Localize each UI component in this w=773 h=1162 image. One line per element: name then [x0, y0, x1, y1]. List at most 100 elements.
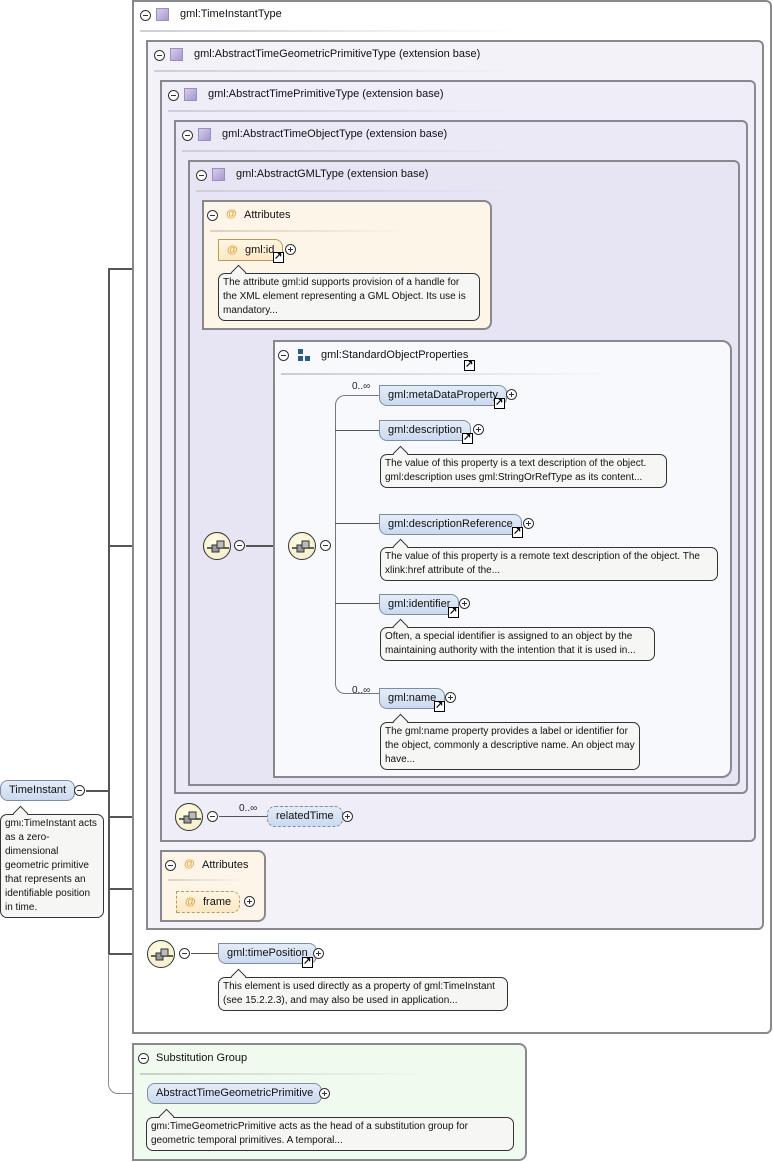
element-gml-descriptionreference[interactable]: gml:descriptionReference — [379, 514, 522, 535]
connector-trunk — [108, 268, 110, 954]
collapse-toggle[interactable] — [140, 10, 151, 21]
group-title: gml:StandardObjectProperties — [321, 349, 469, 361]
connector-substitution — [108, 954, 148, 1094]
expand-toggle[interactable] — [445, 692, 456, 703]
sequence-compositor-icon[interactable] — [147, 940, 175, 968]
complex-type-icon — [170, 48, 183, 61]
multiplicity: 0..∞ — [352, 381, 371, 392]
element-name: TimeInstant — [9, 784, 67, 796]
link-icon[interactable] — [448, 605, 459, 619]
complex-type-icon — [212, 168, 225, 181]
divider — [154, 70, 523, 72]
attributes-box-outer: @ Attributes @ frame — [160, 850, 266, 922]
divider — [210, 230, 410, 232]
element-gml-identifier[interactable]: gml:identifier — [379, 594, 460, 615]
type-title: gml:AbstractTimePrimitiveType (extension… — [208, 88, 444, 100]
element-abstracttimegeometricprimitive[interactable]: AbstractTimeGeometricPrimitive — [147, 1083, 323, 1104]
expand-toggle[interactable] — [459, 598, 470, 609]
attributes-title: Attributes — [202, 859, 249, 871]
divider — [168, 110, 524, 112]
connector-to-seq-time — [108, 953, 148, 955]
link-icon[interactable] — [273, 250, 284, 264]
connector — [246, 545, 288, 547]
link-icon[interactable] — [302, 955, 313, 969]
collapse-toggle[interactable] — [182, 130, 193, 141]
divider — [196, 190, 525, 192]
expand-toggle[interactable] — [523, 518, 534, 529]
link-icon[interactable] — [512, 525, 523, 539]
attribute-icon: @ — [226, 208, 237, 220]
element-name: gml:descriptionReference — [388, 518, 513, 530]
root-note: gml:TimeInstant acts as a zero-dimension… — [0, 814, 104, 918]
element-name: gml:timePosition — [227, 947, 308, 959]
expand-toggle[interactable] — [313, 948, 324, 959]
complex-type-icon — [156, 8, 169, 21]
collapse-toggle[interactable] — [179, 948, 190, 959]
expand-toggle[interactable] — [285, 244, 296, 255]
link-icon[interactable] — [464, 358, 475, 372]
expand-toggle[interactable] — [244, 896, 255, 907]
link-icon[interactable] — [462, 431, 473, 445]
attribute-frame[interactable]: @ frame — [176, 891, 241, 913]
collapse-toggle[interactable] — [234, 540, 245, 551]
collapse-toggle[interactable] — [278, 350, 289, 361]
element-name: gml:metaDataProperty — [388, 389, 499, 401]
divider — [182, 150, 524, 152]
link-icon[interactable] — [494, 396, 505, 410]
attribute-icon: @ — [185, 896, 196, 908]
complex-type-icon — [198, 128, 211, 141]
connector-root — [86, 790, 108, 792]
multiplicity: 0..∞ — [352, 685, 371, 696]
attribute-name: gml:id — [245, 244, 275, 256]
connector-group-vertical — [335, 395, 379, 694]
collapse-toggle[interactable] — [165, 860, 176, 871]
sequence-compositor-icon[interactable] — [203, 532, 231, 560]
element-note: Often, a special identifier is assigned … — [380, 627, 655, 661]
attributes-title: Attributes — [244, 209, 291, 221]
element-gml-name[interactable]: gml:name — [379, 688, 446, 709]
sequence-compositor-icon[interactable] — [175, 803, 203, 831]
element-note: The value of this property is a text des… — [380, 454, 667, 488]
expand-toggle[interactable] — [473, 424, 484, 435]
connector — [335, 603, 379, 604]
collapse-toggle[interactable] — [74, 785, 85, 796]
sequence-compositor-icon[interactable] — [288, 532, 316, 560]
element-name: gml:name — [388, 692, 437, 704]
attribute-icon: @ — [184, 858, 195, 870]
substitution-note: gml:TimeGeometricPrimitive acts as the h… — [146, 1117, 514, 1151]
element-name: AbstractTimeGeometricPrimitive — [156, 1087, 314, 1099]
element-gml-timeposition[interactable]: gml:timePosition — [218, 943, 317, 964]
element-timeinstant[interactable]: TimeInstant — [0, 780, 76, 801]
type-title: gml:TimeInstantType — [180, 8, 282, 20]
divider — [140, 1073, 430, 1075]
attribute-name: frame — [203, 896, 232, 908]
collapse-toggle[interactable] — [207, 811, 218, 822]
element-note: This element is used directly as a prope… — [218, 977, 508, 1011]
attribute-icon: @ — [227, 244, 238, 256]
collapse-toggle[interactable] — [320, 540, 331, 551]
expand-toggle[interactable] — [319, 1088, 330, 1099]
collapse-toggle[interactable] — [168, 90, 179, 101]
connector — [219, 816, 267, 817]
element-relatedtime[interactable]: relatedTime — [267, 806, 343, 827]
expand-toggle[interactable] — [342, 811, 353, 822]
type-title: gml:AbstractTimeObjectType (extension ba… — [222, 128, 448, 140]
attribute-gml-id[interactable]: @ gml:id — [218, 239, 284, 261]
divider — [281, 373, 611, 375]
expand-toggle[interactable] — [506, 389, 517, 400]
multiplicity: 0..∞ — [239, 803, 258, 814]
type-title: gml:AbstractGMLType (extension base) — [236, 168, 429, 180]
attributes-box-inner: @ Attributes @ gml:id The attribute gml:… — [202, 200, 492, 330]
collapse-toggle[interactable] — [196, 170, 207, 181]
collapse-toggle[interactable] — [154, 50, 165, 61]
link-icon[interactable] — [434, 699, 445, 713]
divider — [140, 30, 522, 32]
complex-type-icon — [184, 88, 197, 101]
collapse-toggle[interactable] — [207, 210, 218, 221]
element-name: gml:identifier — [388, 598, 451, 610]
element-gml-metadataproperty[interactable]: gml:metaDataProperty — [379, 385, 508, 406]
element-gml-description[interactable]: gml:description — [379, 420, 471, 441]
attribute-note: The attribute gml:id supports provision … — [218, 273, 480, 321]
connector — [335, 523, 379, 524]
collapse-toggle[interactable] — [138, 1053, 149, 1064]
